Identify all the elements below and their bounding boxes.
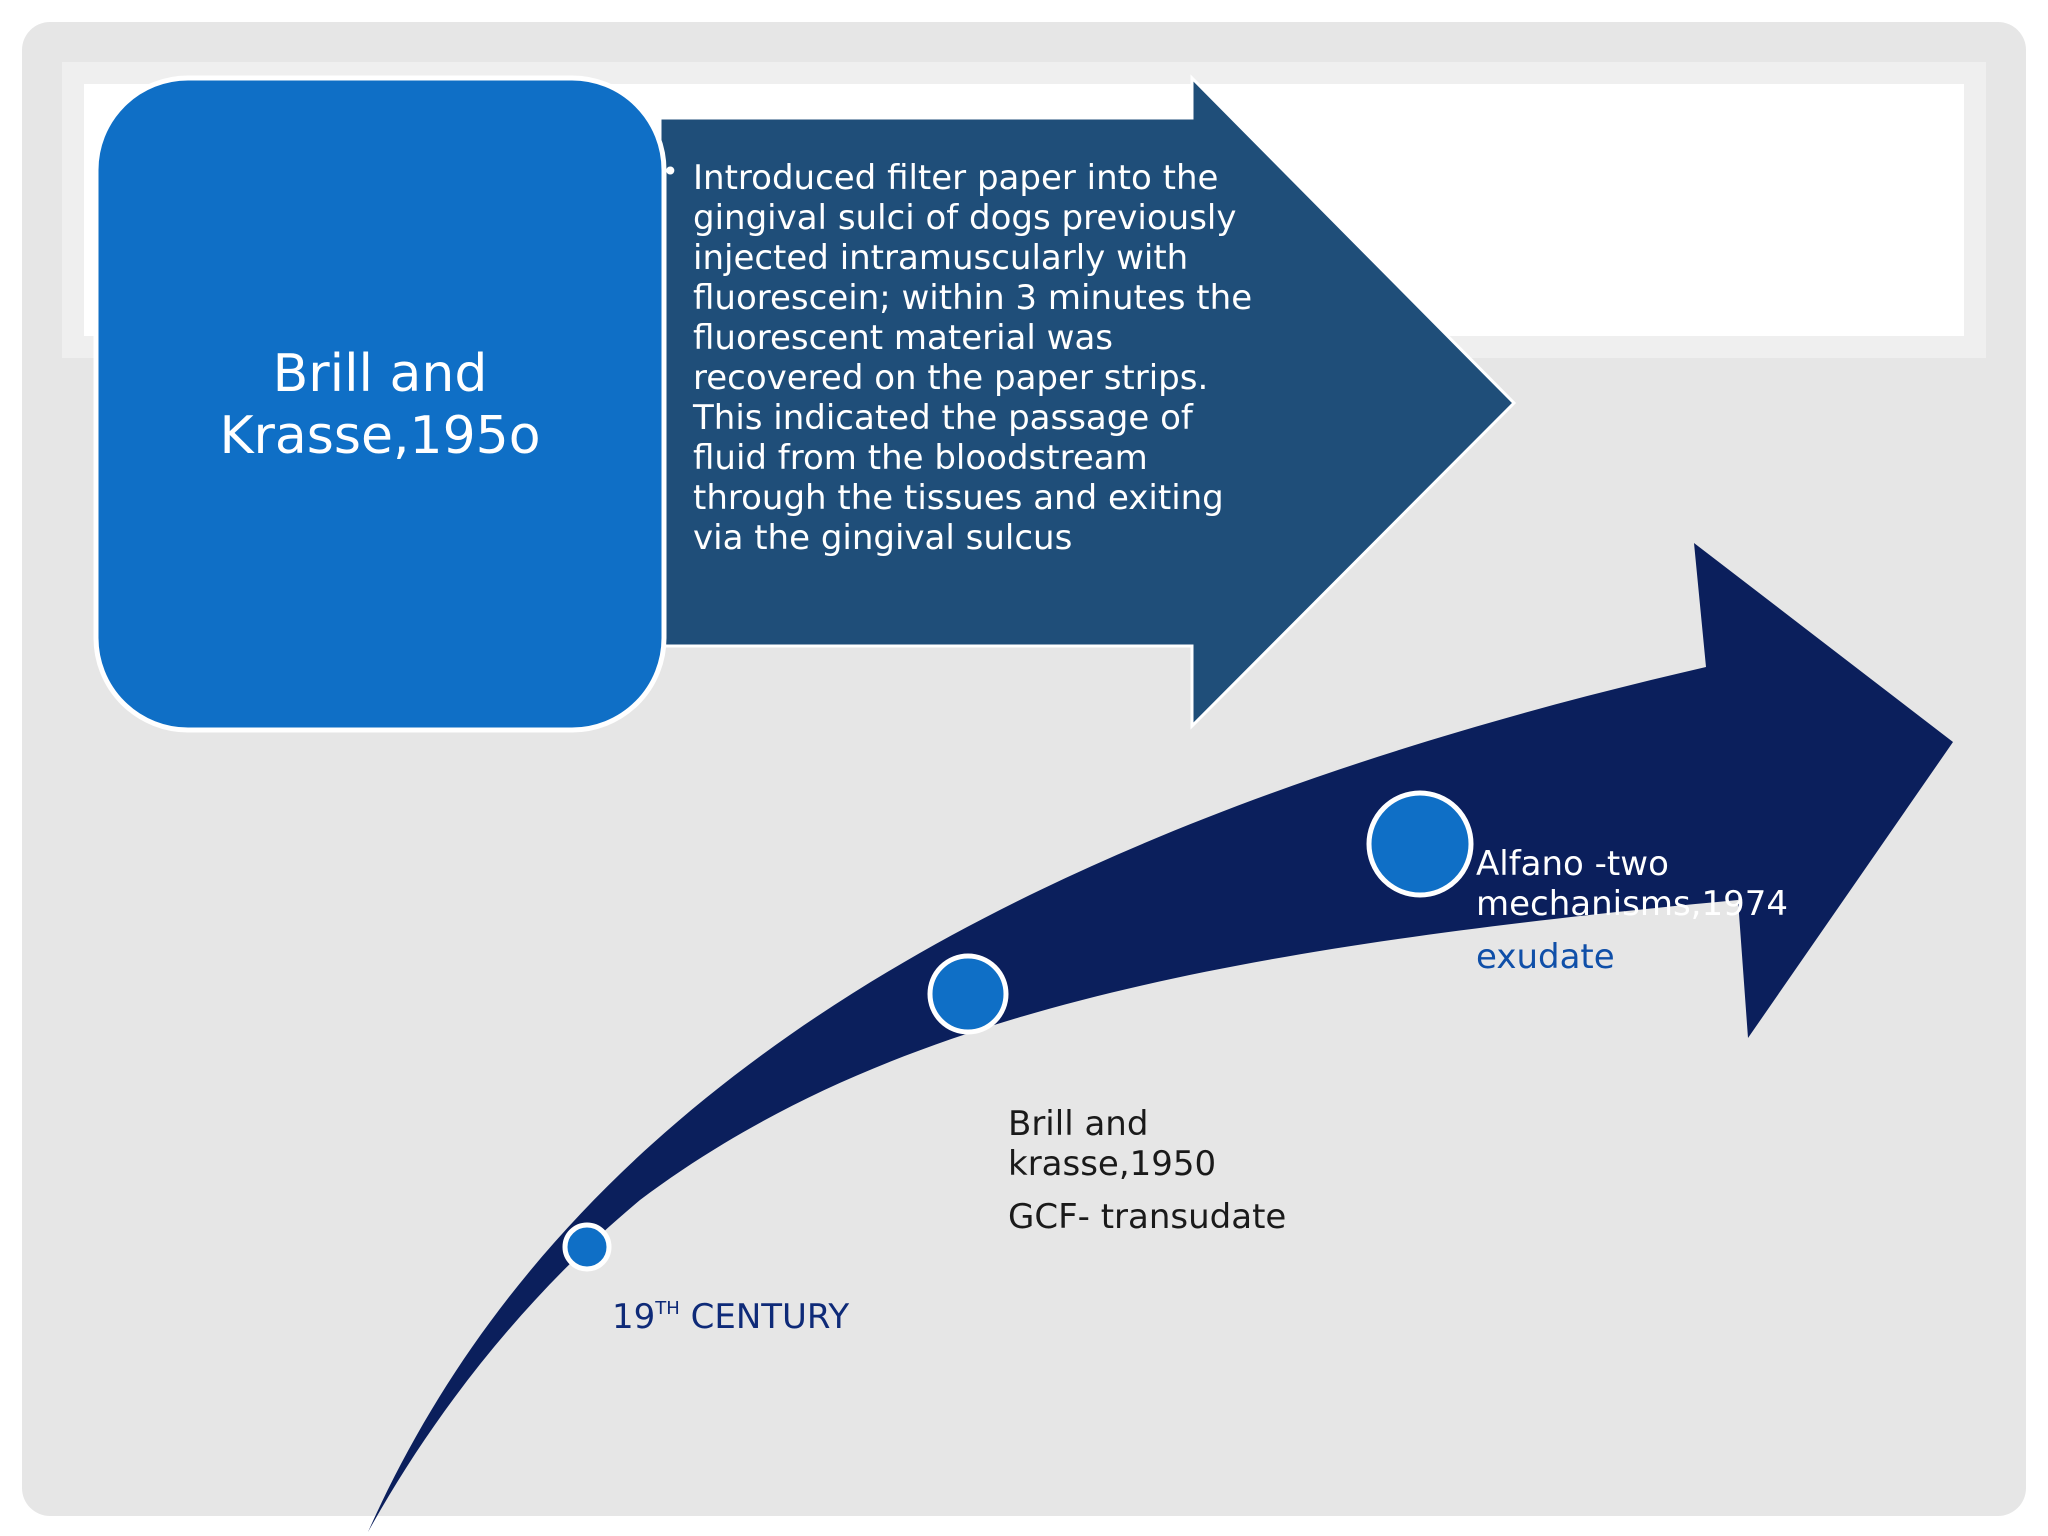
milestone-marker-3[interactable] (1366, 790, 1474, 898)
detail-description: • Introduced filter paper into the gingi… (662, 155, 1270, 558)
milestone-marker-1[interactable] (562, 1222, 612, 1272)
milestone-marker-2[interactable] (927, 953, 1009, 1035)
bullet-marker: • (662, 155, 679, 188)
milestone-label-1: 19TH CENTURY (612, 1289, 849, 1337)
milestone-3-line1: Alfano -two (1476, 844, 1669, 884)
milestone-3-line2: mechanisms,1974 (1476, 884, 1788, 924)
milestone-2-line2: krasse,1950 (1008, 1144, 1217, 1184)
detail-arrow (658, 74, 1517, 730)
milestone-2-line3: GCF- transudate (1008, 1197, 1287, 1237)
detail-title: Brill and Krasse,195o (100, 82, 660, 727)
milestone-1-suffix: TH (655, 1298, 680, 1319)
detail-description-text: Introduced filter paper into the gingiva… (693, 158, 1253, 558)
detail-title-line2: Krasse,195o (219, 405, 541, 466)
milestone-1-number: 19 (612, 1297, 656, 1337)
detail-title-line1: Brill and (272, 343, 488, 404)
title-box (93, 75, 667, 733)
milestone-3-line3: exudate (1476, 937, 1615, 977)
milestone-2-line1: Brill and (1008, 1104, 1149, 1144)
milestone-1-century: CENTURY (679, 1297, 850, 1337)
timeline-arrow (368, 543, 1953, 1532)
